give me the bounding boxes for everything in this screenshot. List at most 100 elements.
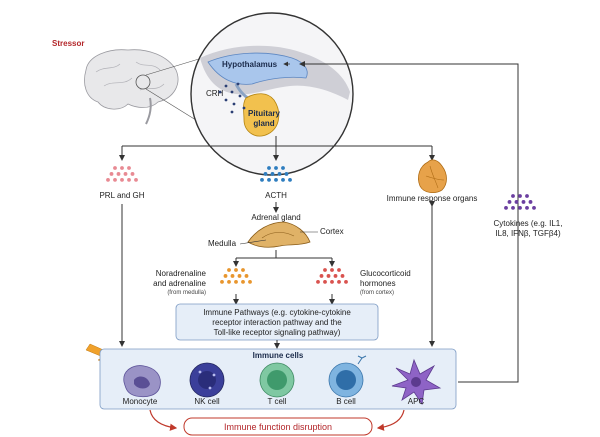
pituitary-label-1: Pituitary — [248, 109, 281, 118]
glucocorticoid-dot — [326, 274, 331, 278]
crh-dot — [224, 84, 228, 88]
prl-gh-dot — [134, 178, 138, 182]
glucocorticoid-dot — [333, 274, 338, 278]
outcome-label: Immune function disruption — [224, 422, 332, 432]
glucocorticoid-dot — [323, 280, 327, 284]
immune-cells-title: Immune cells — [253, 351, 304, 360]
acth-dot — [281, 178, 285, 182]
t-cell-icon — [259, 362, 295, 398]
outcome-box — [183, 417, 373, 436]
crh-dot — [238, 94, 242, 98]
prl-gh-dot — [106, 178, 110, 182]
cell-label-apc: APC — [408, 397, 425, 406]
apc-icon — [391, 358, 442, 406]
glucocorticoid-note: (from cortex) — [360, 290, 394, 296]
lymph-organ-icon — [418, 159, 447, 194]
cell-label-monocyte: Monocyte — [123, 397, 158, 406]
acth-dot — [263, 172, 268, 176]
noradrenaline-dot — [234, 268, 238, 272]
acth-dot — [288, 178, 292, 182]
noradrenaline-dot — [227, 268, 231, 272]
cytokines-label-1: Cytokines (e.g. IL1, — [494, 219, 563, 228]
cytokine-dot — [507, 200, 512, 204]
noradrenaline-note: (from medulla) — [167, 290, 206, 296]
hypothalamus-label: Hypothalamus — [222, 60, 278, 69]
cytokine-dot — [514, 200, 519, 204]
cytokine-dot — [532, 206, 536, 210]
noradrenaline-dot — [244, 274, 249, 278]
acth-dot — [267, 166, 271, 170]
cell-label-b: B cell — [336, 397, 356, 406]
crh-dots — [218, 82, 246, 114]
prl-gh-dot — [127, 166, 131, 170]
glucocorticoid-dot — [330, 268, 334, 272]
noradrenaline-dot — [223, 274, 228, 278]
pathways-line-2: receptor interaction pathway and the — [212, 318, 342, 327]
nk-cell-icon — [189, 362, 225, 398]
glucocorticoid-dot — [337, 268, 341, 272]
glucocorticoid-dot — [316, 280, 320, 284]
adrenal-gland-icon — [247, 221, 311, 248]
pathways-line-3: Toll-like receptor signaling pathway) — [214, 328, 341, 337]
pituitary-label-2: gland — [253, 119, 274, 128]
outcome-right-arrow — [376, 409, 405, 431]
noradrenaline-dot — [241, 280, 245, 284]
cytokine-dot — [518, 194, 522, 198]
acth-dot — [284, 172, 289, 176]
prl-gh-dot — [120, 178, 124, 182]
acth-dots — [260, 166, 292, 182]
acth-dot — [267, 178, 271, 182]
noradrenaline-label-2: and adrenaline — [153, 279, 206, 288]
noradrenaline-dot — [227, 280, 231, 284]
prl-gh-label: PRL and GH — [99, 191, 144, 200]
noradrenaline-dot — [234, 280, 238, 284]
crh-dot — [230, 110, 234, 114]
pathways-line-1: Immune Pathways (e.g. cytokine-cytokine — [203, 308, 351, 317]
prl-gh-dot — [120, 166, 124, 170]
prl-gh-dot — [127, 178, 131, 182]
cell-label-nk: NK cell — [194, 397, 220, 406]
acth-label: ACTH — [265, 191, 287, 200]
cortex-label: Cortex — [320, 227, 344, 236]
glucocorticoid-dot — [337, 280, 341, 284]
crh-dot — [218, 90, 222, 94]
acth-dot — [274, 178, 278, 182]
prl-gh-dot — [130, 172, 135, 176]
immune-response-organs-label: Immune response organs — [387, 194, 478, 203]
prl-gh-dot — [113, 166, 117, 170]
cytokine-dot — [504, 206, 508, 210]
cytokine-dot — [511, 194, 515, 198]
cell-label-t: T cell — [268, 397, 287, 406]
noradrenaline-dot — [230, 274, 235, 278]
crh-dot — [236, 82, 240, 86]
glucocorticoid-dot — [319, 274, 324, 278]
crh-label: CRH — [206, 89, 224, 98]
crh-dot — [230, 90, 234, 94]
prl-gh-dot — [116, 172, 121, 176]
noradrenaline-dot — [248, 280, 252, 284]
noradrenaline-dots — [220, 268, 252, 284]
glucocorticoid-dot — [344, 280, 348, 284]
acth-dot — [270, 172, 275, 176]
acth-dot — [260, 178, 264, 182]
noradrenaline-dot — [237, 274, 242, 278]
outcome-left-arrow — [149, 409, 178, 431]
glucocorticoid-label-2: hormones — [360, 279, 396, 288]
cytokine-dot — [525, 194, 529, 198]
acth-dot — [274, 166, 278, 170]
glucocorticoid-dot — [330, 280, 334, 284]
cytokine-feedback-arrow — [299, 61, 519, 383]
noradrenaline-label-1: Noradrenaline — [156, 269, 207, 278]
adrenal-gland-label: Adrenal gland — [251, 213, 300, 222]
noradrenaline-dot — [241, 268, 245, 272]
noradrenaline-dot — [220, 280, 224, 284]
cytokine-dot — [525, 206, 529, 210]
prl-gh-dots — [106, 166, 138, 182]
prl-gh-dot — [123, 172, 128, 176]
hypothalamus-pituitary-magnified — [190, 12, 354, 176]
glucocorticoid-dots — [316, 268, 348, 284]
acth-dot — [281, 166, 285, 170]
medulla-label: Medulla — [208, 239, 237, 248]
brain-icon — [84, 49, 179, 125]
